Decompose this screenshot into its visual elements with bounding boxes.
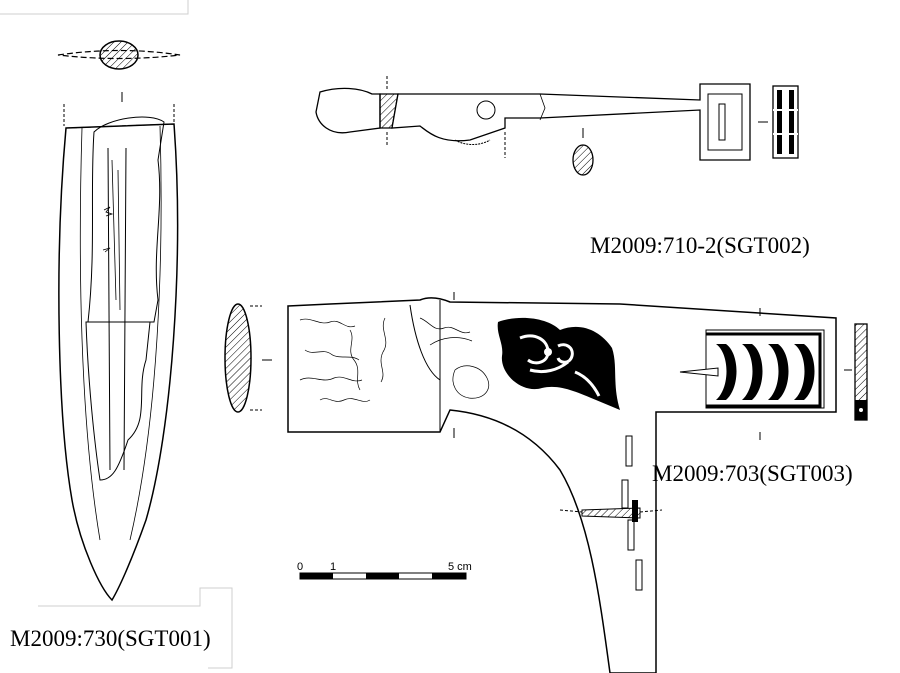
scale-tick-one: 1 [330,561,336,573]
scale-bar: 0 1 5 cm [297,561,472,580]
axe-703-drawing [224,292,868,673]
artifact-label-sgt001: M2009:730(SGT001) [10,626,211,651]
scale-tick-five: 5 cm [448,561,472,573]
artifact-label-sgt003: M2009:703(SGT003) [652,461,853,486]
scale-tick-zero: 0 [297,561,303,573]
dagger-cross-section [57,40,181,70]
axe-710-drawing [315,76,799,176]
frame-lines [0,0,233,669]
artifact-label-sgt002: M2009:710-2(SGT002) [590,233,810,258]
dagger-blade-drawing [58,104,179,602]
